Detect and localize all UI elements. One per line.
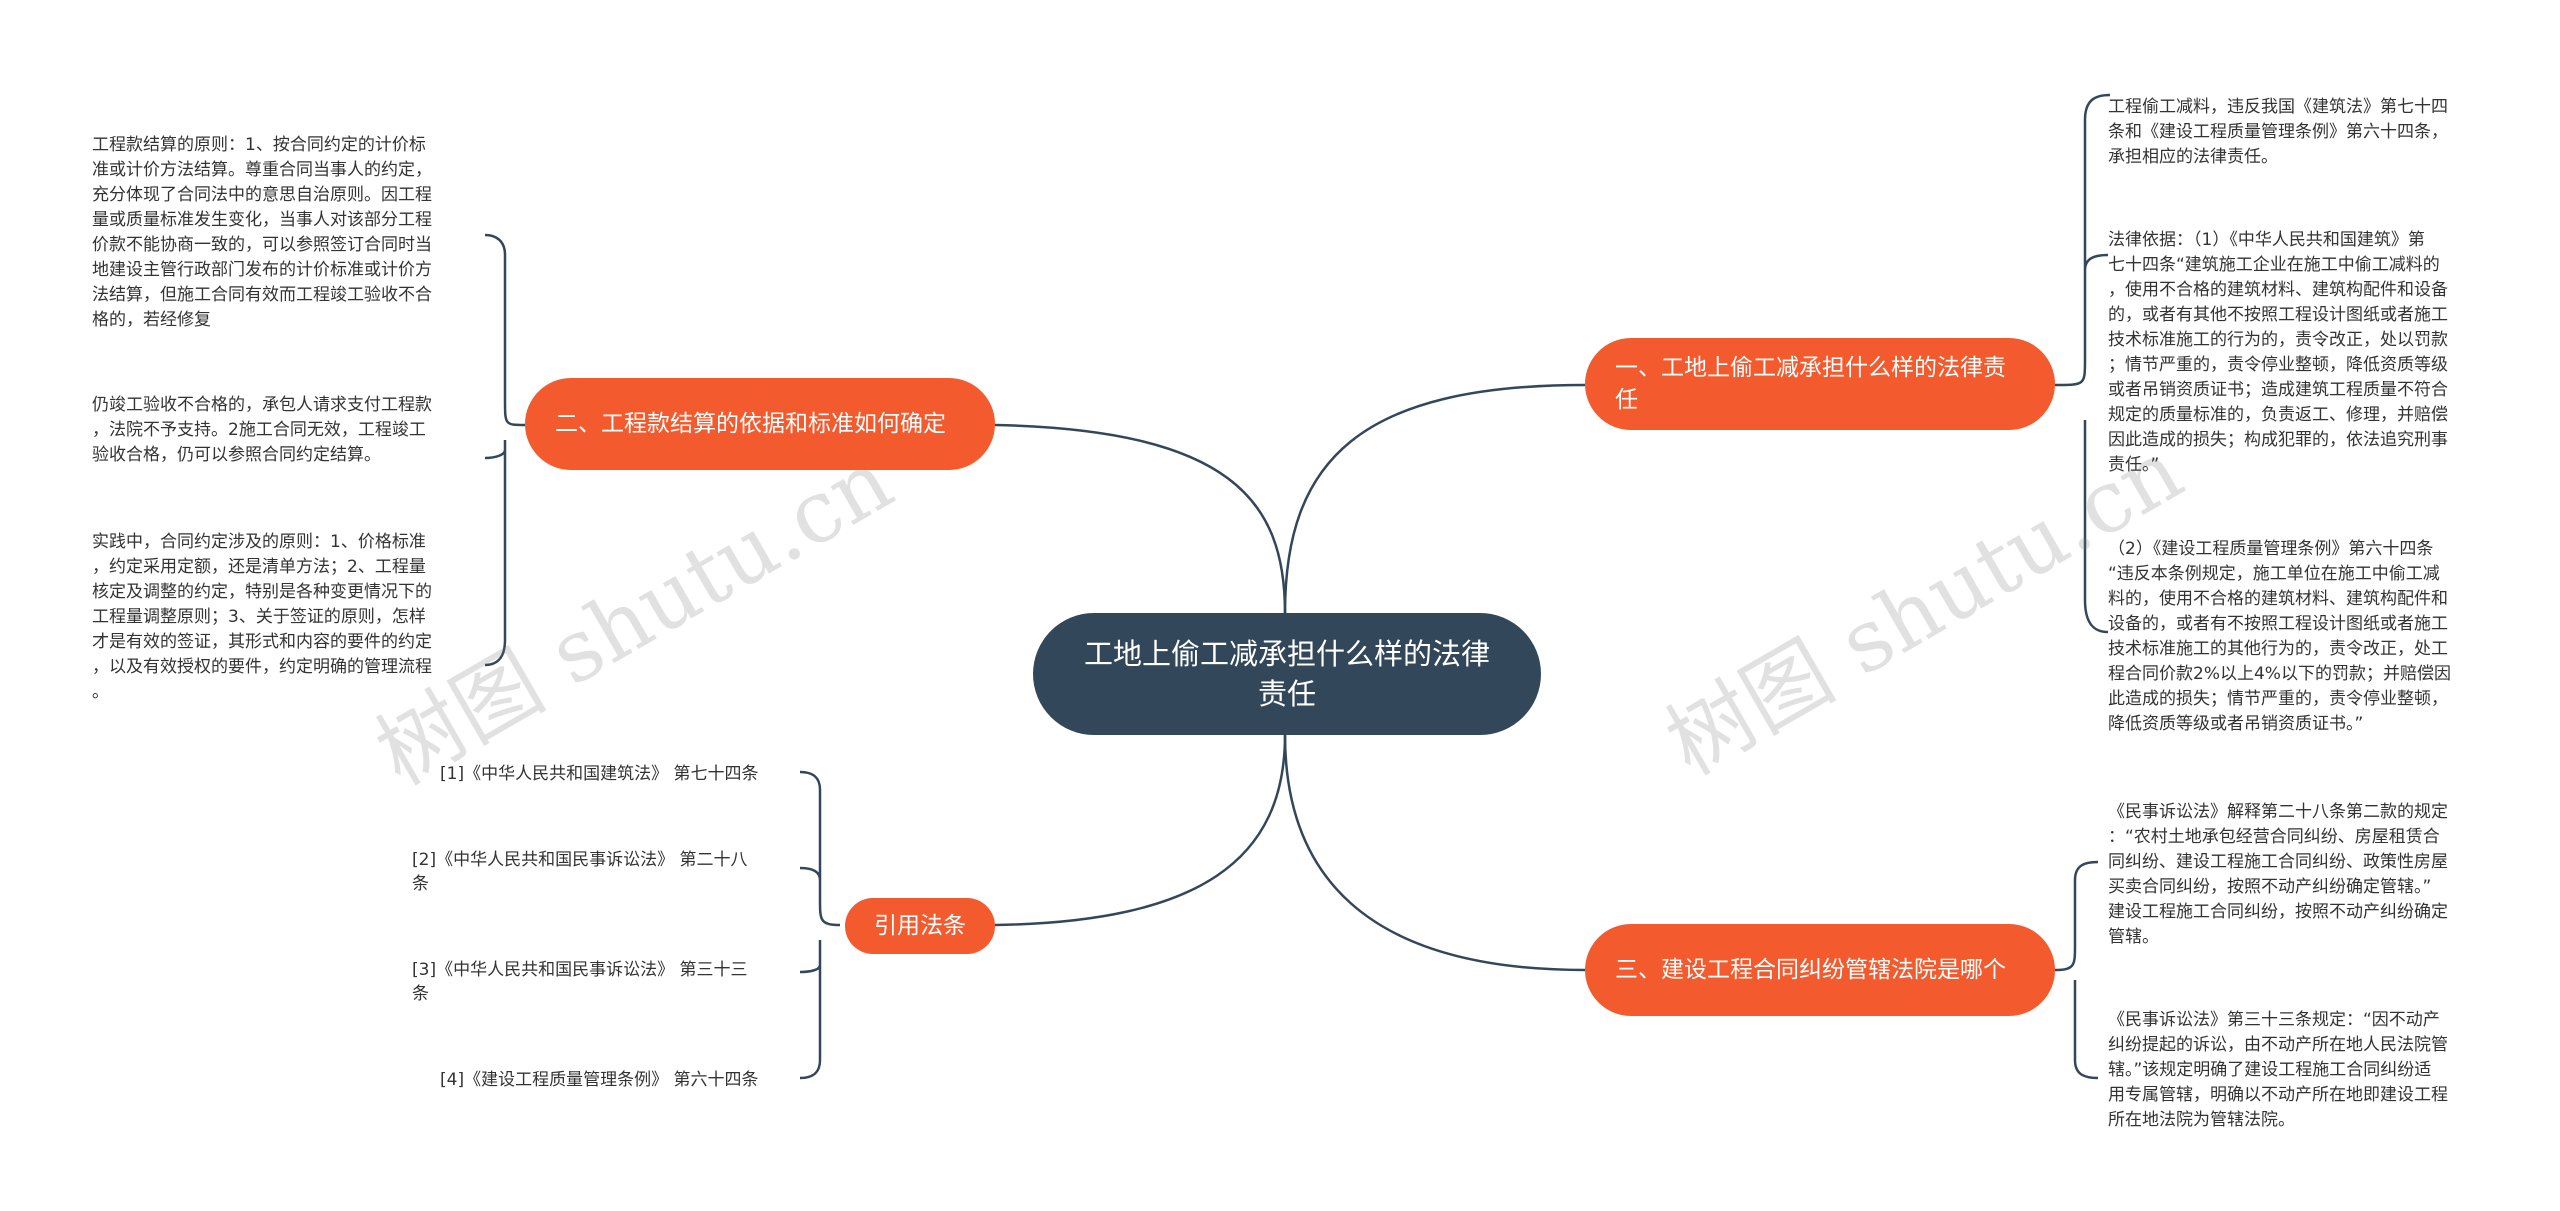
- leaf-b2-2: 仍竣工验收不合格的，承包人请求支付工程款 ，法院不予支持。2施工合同无效，工程竣…: [92, 395, 432, 465]
- ref-item-1: [1]《中华人民共和国建筑法》 第七十四条: [440, 764, 759, 784]
- branch-cited-laws-label: 引用法条: [874, 913, 966, 939]
- branch-jurisdiction[interactable]: 三、建设工程合同纠纷管辖法院是哪个: [1585, 924, 2055, 1016]
- leaf-b1-1: 工程偷工减料，违反我国《建筑法》第七十四 条和《建设工程质量管理条例》第六十四条…: [2108, 97, 2448, 167]
- leaf-b2-1: 工程款结算的原则：1、按合同约定的计价标 准或计价方法结算。尊重合同当事人的约定…: [92, 135, 432, 330]
- link-root-b1: [1283, 383, 1586, 614]
- leaf-b2-3: 实践中，合同约定涉及的原则：1、价格标准 ，约定采用定额，还是清单方法；2、工程…: [92, 532, 432, 702]
- leaf-b1-3: （2）《建设工程质量管理条例》第六十四条 “违反本条例规定，施工单位在施工中偷工…: [2108, 539, 2451, 734]
- ref-item-4: [4]《建设工程质量管理条例》 第六十四条: [440, 1070, 759, 1090]
- branch-legal-liability-label: 一、工地上偷工减承担什么样的法律责任: [1615, 355, 2006, 413]
- ref-item-3: [3]《中华人民共和国民事诉讼法》 第三十三 条: [412, 960, 748, 1004]
- leaf-b1-2: 法律依据：（1）《中华人民共和国建筑》第 七十四条“建筑施工企业在施工中偷工减料…: [2108, 230, 2448, 475]
- branch-settlement-basis-label: 二、工程款结算的依据和标准如何确定: [555, 411, 946, 437]
- leaf-b3-1: 《民事诉讼法》解释第二十八条第二款的规定 ：“农村土地承包经营合同纠纷、房屋租赁…: [2108, 802, 2448, 947]
- root-title: 工地上偷工减承担什么样的法律责任: [1083, 637, 1490, 711]
- branch-cited-laws[interactable]: 引用法条: [845, 898, 995, 954]
- branch-legal-liability[interactable]: 一、工地上偷工减承担什么样的法律责任: [1585, 338, 2055, 430]
- link-b3-leaves: [2054, 860, 2099, 1080]
- link-b1-leaves: [2054, 93, 2111, 634]
- link-root-b2: [994, 423, 1287, 614]
- branch-settlement-basis[interactable]: 二、工程款结算的依据和标准如何确定: [525, 378, 995, 470]
- ref-item-2: [2]《中华人民共和国民事诉讼法》 第二十八 条: [412, 850, 748, 894]
- leaf-b3-2: 《民事诉讼法》第三十三条规定：“因不动产 纠纷提起的诉讼，由不动产所在地人民法院…: [2108, 1010, 2448, 1130]
- link-root-b4: [994, 734, 1287, 927]
- branch-jurisdiction-label: 三、建设工程合同纠纷管辖法院是哪个: [1615, 957, 2006, 983]
- root-topic[interactable]: 工地上偷工减承担什么样的法律责任: [1033, 613, 1541, 735]
- link-b4-leaves: [799, 770, 841, 1080]
- link-root-b3: [1283, 734, 1586, 972]
- link-b2-leaves: [484, 233, 526, 667]
